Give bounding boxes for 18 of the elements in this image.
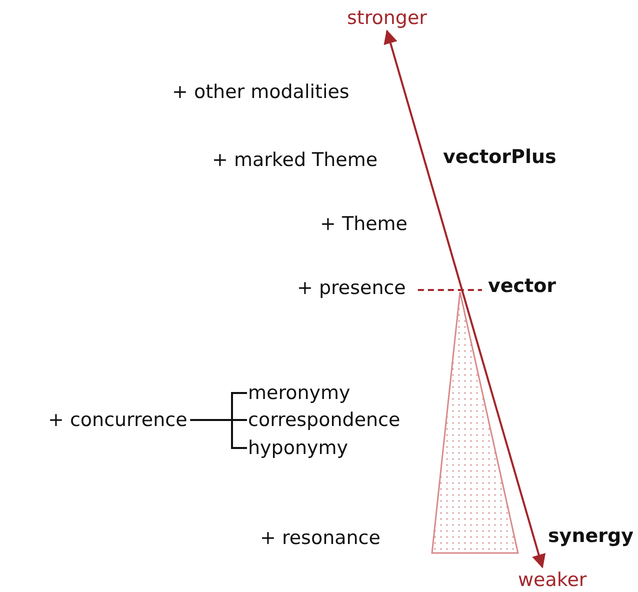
subtype-label: correspondence: [248, 408, 400, 432]
scale-end-label: stronger: [347, 6, 427, 30]
subtype-label: hyponymy: [248, 436, 348, 460]
level-label: vectorPlus: [443, 145, 556, 169]
criterion-label: + presence: [297, 276, 406, 300]
criterion-label: + concurrence: [48, 408, 188, 432]
shaded-triangle: [431, 291, 519, 554]
criterion-label: + resonance: [260, 526, 380, 550]
level-label: synergy: [548, 524, 634, 548]
bracket-line: [190, 419, 247, 449]
level-label: vector: [488, 274, 556, 298]
marker-line: [418, 289, 482, 291]
scale-end-label: weaker: [518, 568, 587, 592]
criterion-label: + marked Theme: [212, 148, 378, 172]
scale-arrow: [384, 30, 546, 568]
criterion-label: + Theme: [320, 212, 408, 236]
criterion-label: + other modalities: [172, 80, 350, 104]
subtype-label: meronymy: [248, 381, 350, 405]
